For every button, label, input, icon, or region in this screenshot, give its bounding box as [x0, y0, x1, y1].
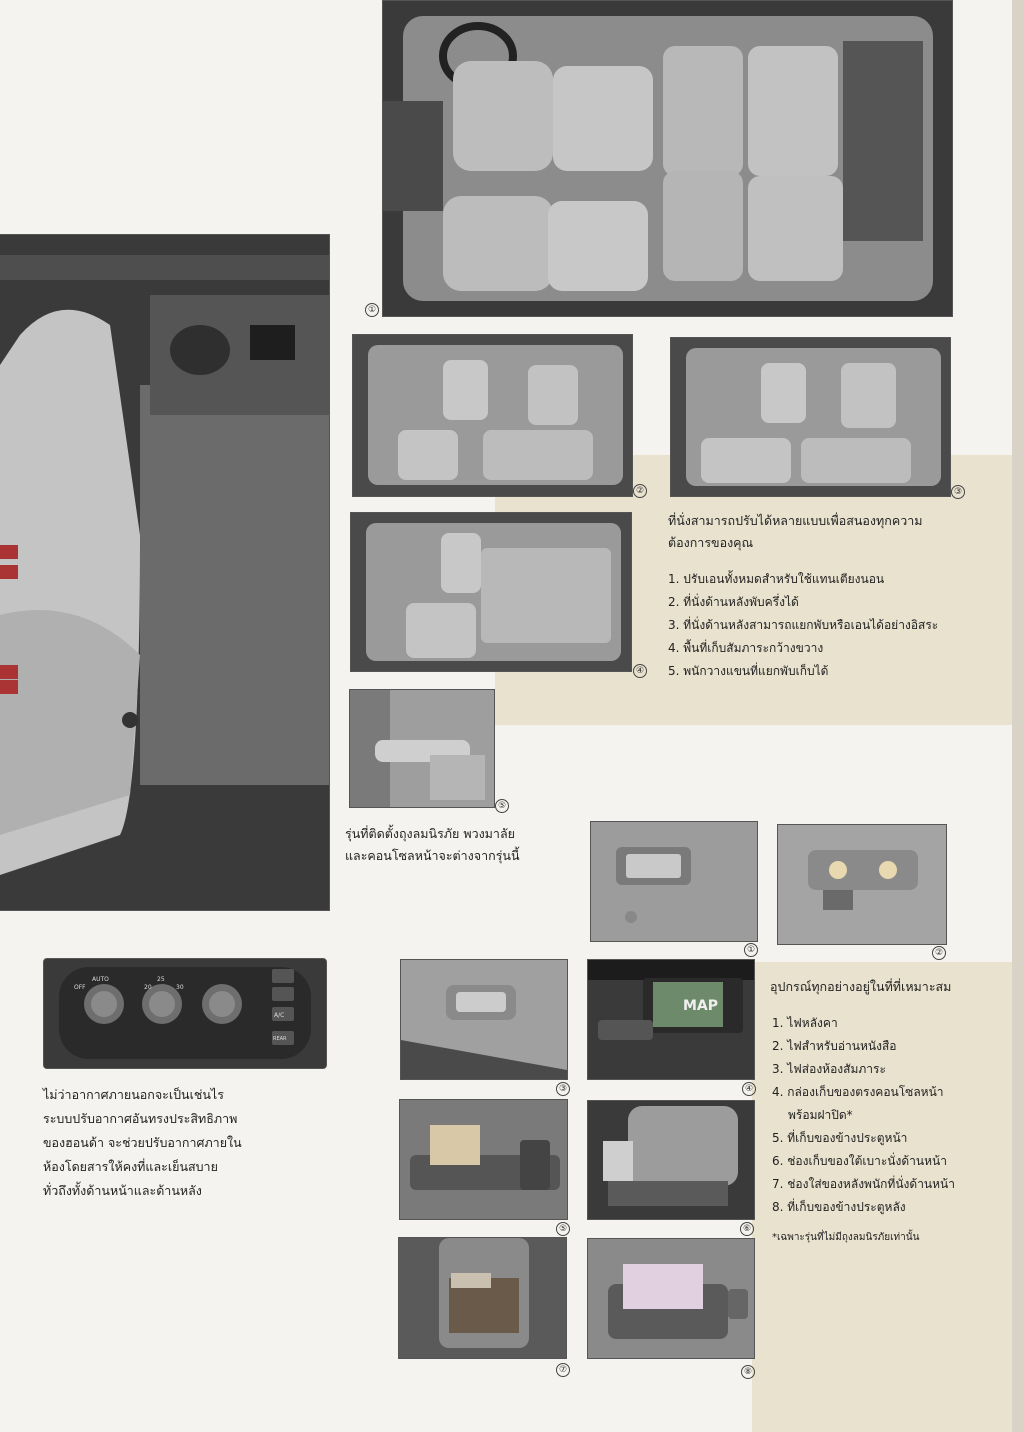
equipment-item: 7. ช่องใส่ของหลังพนักที่นั่งด้านหน้า — [772, 1177, 955, 1191]
aircon-auto-label: AUTO — [92, 976, 109, 983]
equipment-label-1: ① — [744, 943, 758, 957]
under-seat-tray-photo — [587, 1100, 755, 1220]
equipment-title: อุปกรณ์ทุกอย่างอยู่ในที่ที่เหมาะสม — [770, 979, 952, 994]
page-right-edge — [1012, 0, 1024, 1432]
seat-arrangement-photo-3 — [670, 337, 951, 497]
equipment-item: พร้อมฝาปิด* — [788, 1108, 853, 1122]
seatback-pocket-photo — [398, 1237, 567, 1359]
aircon-rear-label: REAR — [273, 1036, 287, 1042]
equipment-item: 5. ที่เก็บของข้างประตูหน้า — [772, 1131, 908, 1145]
seat-caption: ที่นั่งสามารถปรับได้หลายแบบเพื่อสนองทุกค… — [668, 510, 1008, 554]
equipment-panel — [752, 962, 1024, 1432]
photo-label-3: ③ — [951, 485, 965, 499]
equipment-label-6: ⑥ — [740, 1222, 754, 1236]
photo-label-5: ⑤ — [495, 799, 509, 813]
seat-arrangement-photo-4 — [350, 512, 632, 672]
aircon-line: ห้องโดยสารให้คงที่และเย็นสบาย — [43, 1159, 218, 1174]
map-book-text: MAP — [683, 998, 718, 1014]
seat-caption-line2: ต้องการของคุณ — [668, 535, 754, 550]
equipment-list: 1. ไฟหลังคา 2. ไฟสำหรับอ่านหนังสือ 3. ไฟ… — [772, 1012, 1012, 1219]
armrest-photo — [349, 689, 495, 808]
console-box-photo: MAP — [587, 959, 755, 1080]
front-door-pocket-photo — [399, 1099, 568, 1220]
aircon-line: ทั่วถึงทั้งด้านหน้าและด้านหลัง — [43, 1183, 202, 1198]
equipment-label-4: ④ — [742, 1082, 756, 1096]
equipment-item: 8. ที่เก็บของข้างประตูหลัง — [772, 1200, 906, 1214]
equipment-item: 4. กล่องเก็บของตรงคอนโซลหน้า — [772, 1085, 944, 1099]
aircon-line: ของฮอนด้า จะช่วยปรับอากาศภายใน — [43, 1135, 242, 1150]
roof-light-photo — [590, 821, 758, 942]
equipment-item: 6. ช่องเก็บของใต้เบาะนั่งด้านหน้า — [772, 1154, 947, 1168]
photo-label-1: ① — [365, 303, 379, 317]
interior-top-view-photo — [382, 0, 953, 317]
equipment-label-3: ③ — [556, 1082, 570, 1096]
airbag-note: รุ่นที่ติดตั้งถุงลมนิรภัย พวงมาลัย และคอ… — [345, 823, 575, 867]
equipment-item: 1. ไฟหลังคา — [772, 1016, 838, 1030]
equipment-item: 2. ไฟสำหรับอ่านหนังสือ — [772, 1039, 897, 1053]
aircon-ac-label: A/C — [274, 1012, 284, 1019]
equipment-label-7: ⑦ — [556, 1363, 570, 1377]
seat-feature-item: 2. ที่นั่งด้านหลังพับครึ่งได้ — [668, 595, 799, 609]
seat-feature-item: 1. ปรับเอนทั้งหมดสำหรับใช้แทนเตียงนอน — [668, 572, 885, 586]
equipment-item: 3. ไฟส่องห้องสัมภาระ — [772, 1062, 886, 1076]
seat-feature-list: 1. ปรับเอนทั้งหมดสำหรับใช้แทนเตียงนอน 2.… — [668, 568, 1008, 683]
aircon-temp-30: 30 — [176, 984, 184, 991]
seat-feature-item: 3. ที่นั่งด้านหลังสามารถแยกพับหรือเอนได้… — [668, 618, 939, 632]
equipment-footnote: *เฉพาะรุ่นที่ไม่มีถุงลมนิรภัยเท่านั้น — [772, 1232, 920, 1243]
aircon-description: ไม่ว่าอากาศภายนอกจะเป็นเช่นไร ระบบปรับอา… — [43, 1083, 323, 1203]
equipment-label-5: ⑤ — [556, 1222, 570, 1236]
luggage-light-photo — [400, 959, 568, 1080]
photo-label-4: ④ — [633, 664, 647, 678]
equipment-label-8: ⑧ — [741, 1365, 755, 1379]
aircon-temp-20: 20 — [144, 984, 152, 991]
seat-arrangement-photo-2 — [352, 334, 633, 497]
photo-label-2: ② — [633, 484, 647, 498]
airbag-note-line1: รุ่นที่ติดตั้งถุงลมนิรภัย พวงมาลัย — [345, 826, 515, 841]
aircon-line: ระบบปรับอากาศอันทรงประสิทธิภาพ — [43, 1111, 238, 1126]
rear-seat-closeup-photo — [0, 234, 330, 911]
reading-light-photo — [777, 824, 947, 945]
aircon-temp-25: 25 — [157, 976, 165, 983]
seat-feature-item: 4. พื้นที่เก็บสัมภาระกว้างขวาง — [668, 641, 824, 655]
equipment-label-2: ② — [932, 946, 946, 960]
aircon-line: ไม่ว่าอากาศภายนอกจะเป็นเช่นไร — [43, 1087, 224, 1102]
seat-feature-item: 5. พนักวางแขนที่แยกพับเก็บได้ — [668, 664, 829, 678]
rear-door-pocket-photo — [587, 1238, 755, 1359]
seat-caption-line1: ที่นั่งสามารถปรับได้หลายแบบเพื่อสนองทุกค… — [668, 513, 923, 528]
aircon-off-label: OFF — [74, 984, 86, 991]
aircon-control-photo: OFF AUTO 20 25 30 A/C REAR — [43, 958, 327, 1069]
airbag-note-line2: และคอนโซลหน้าจะต่างจากรุ่นนี้ — [345, 848, 520, 863]
